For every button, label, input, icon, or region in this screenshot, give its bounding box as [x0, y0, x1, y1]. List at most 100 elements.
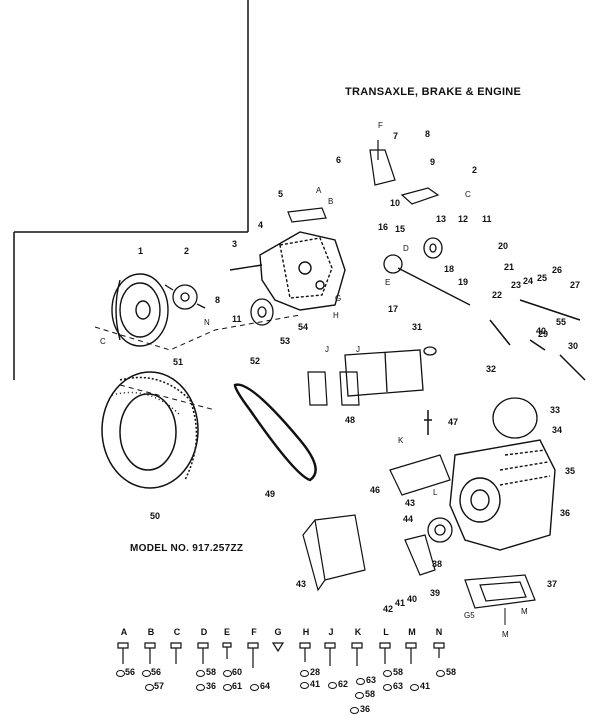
washer-icon	[223, 670, 232, 677]
hw-num-f1: 64	[260, 681, 271, 691]
hw-num-h1: 28	[310, 667, 321, 677]
pulley	[423, 237, 443, 259]
callout-55: 55	[556, 317, 566, 327]
callout-15: 15	[395, 224, 405, 234]
hw-num-k3: 36	[360, 704, 371, 714]
shift-lever	[369, 140, 396, 186]
hw-letter-a: A	[120, 627, 128, 637]
hw-letter-k: K	[354, 627, 362, 637]
letter-e: E	[385, 278, 390, 287]
letter-a: A	[316, 186, 322, 195]
washer-icon	[250, 684, 259, 691]
washer-icon	[300, 670, 309, 677]
callout-17: 17	[388, 304, 398, 314]
washer-icon	[223, 684, 232, 691]
callout-38: 38	[432, 559, 442, 569]
callout-42: 42	[383, 604, 393, 614]
washer-icon	[356, 678, 365, 685]
reference-letters: A B C C D E F G H J J K L M M N G5	[100, 121, 528, 639]
letter-d: D	[403, 244, 409, 253]
letter-c: C	[465, 190, 471, 199]
control-arm	[400, 187, 440, 205]
hw-num-b1: 56	[151, 667, 162, 677]
hw-num-d1: 58	[206, 667, 217, 677]
callout-10: 10	[390, 198, 400, 208]
hw-letter-j: J	[328, 627, 334, 637]
washer-icon	[142, 670, 151, 677]
hw-letter-g: G	[274, 627, 282, 637]
hw-num-b2: 57	[154, 681, 165, 691]
tank-brackets	[307, 371, 360, 406]
washer-icon	[328, 682, 337, 689]
hw-letter-d: D	[200, 627, 208, 637]
callout-25: 25	[537, 273, 547, 283]
callout-54: 54	[298, 322, 308, 332]
callout-32: 32	[486, 364, 496, 374]
callout-18: 18	[444, 264, 454, 274]
callout-36: 36	[560, 508, 570, 518]
brake-bracket	[287, 207, 327, 223]
letter-n: N	[204, 318, 210, 327]
callout-23: 23	[511, 280, 521, 290]
letter-l: L	[433, 488, 438, 497]
callout-37: 37	[547, 579, 557, 589]
callout-9: 9	[430, 157, 435, 167]
hw-num-k1: 63	[366, 675, 377, 685]
hw-letter-e: E	[223, 627, 230, 637]
callout-12: 12	[458, 214, 468, 224]
washer-icon	[196, 684, 205, 691]
callout-8: 8	[425, 129, 430, 139]
hw-letter-n: N	[435, 627, 443, 637]
callout-44: 44	[403, 514, 413, 524]
letter-k: K	[398, 436, 404, 445]
callout-34: 34	[552, 425, 562, 435]
washer-icon	[300, 682, 309, 689]
hw-num-e2: 61	[232, 681, 243, 691]
letter-g: G	[335, 294, 341, 303]
callout-16: 16	[378, 222, 388, 232]
callout-31: 31	[412, 322, 422, 332]
callout-21: 21	[504, 262, 514, 272]
callout-50: 50	[150, 511, 160, 521]
hw-num-j1: 62	[338, 679, 349, 689]
letter-j1: J	[325, 345, 329, 354]
callout-39: 39	[430, 588, 440, 598]
hw-letter-m: M	[408, 627, 416, 637]
letter-m1: M	[521, 607, 528, 616]
callout-4: 4	[258, 220, 263, 230]
callout-2: 2	[184, 246, 189, 256]
callout-20: 20	[498, 241, 508, 251]
letter-c2: C	[100, 337, 106, 346]
hw-letter-c: C	[173, 627, 181, 637]
blower-screen	[492, 397, 538, 439]
callout-40b: 40	[536, 326, 546, 336]
callout-7: 7	[393, 131, 398, 141]
callout-8b: 8	[215, 295, 220, 305]
washer-icon	[196, 670, 205, 677]
callout-47: 47	[448, 417, 458, 427]
hw-num-e1: 60	[232, 667, 243, 677]
callout-3: 3	[232, 239, 237, 249]
washer-icon	[436, 670, 445, 677]
model-number: MODEL NO. 917.257ZZ	[130, 543, 244, 554]
callout-11: 11	[482, 214, 492, 224]
callout-19: 19	[458, 277, 468, 287]
callout-6: 6	[336, 155, 341, 165]
hw-num-n1: 58	[446, 667, 457, 677]
letter-j2: J	[356, 345, 360, 354]
callout-43: 43	[405, 498, 415, 508]
washer-icon	[410, 684, 419, 691]
letter-b: B	[328, 197, 333, 206]
hw-letter-l: L	[383, 627, 389, 637]
callout-24: 24	[523, 276, 533, 286]
hardware-bolts	[117, 642, 445, 668]
callout-52: 52	[250, 356, 260, 366]
engine	[449, 439, 556, 551]
hw-num-l1: 58	[393, 667, 404, 677]
callout-27: 27	[570, 280, 580, 290]
washer-icon	[145, 684, 154, 691]
fuel-tank	[344, 346, 437, 397]
callout-46: 46	[370, 485, 380, 495]
hw-num-h2: 41	[310, 679, 321, 689]
